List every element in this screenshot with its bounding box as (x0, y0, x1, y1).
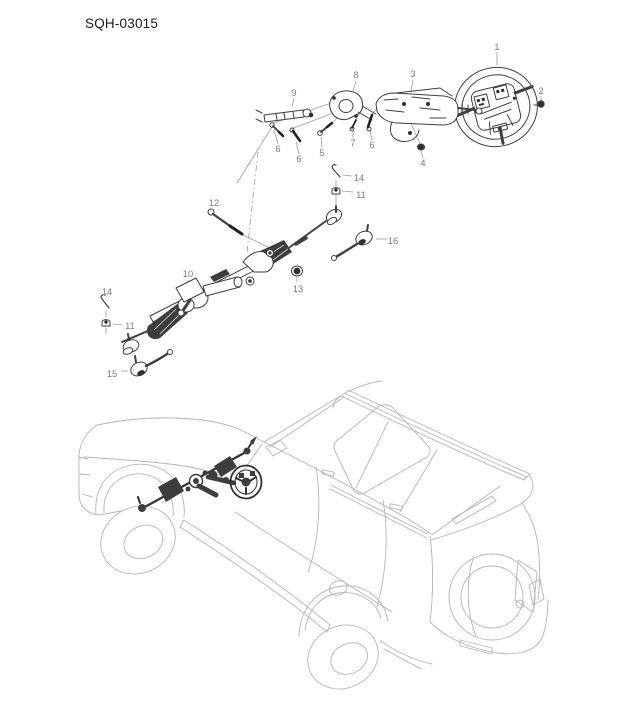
callout-label-10: 10 (183, 269, 193, 279)
taillight (528, 578, 545, 606)
steering-column-part (375, 87, 483, 142)
steering-wheel-part (454, 66, 538, 148)
callout-label-16: 16 (388, 236, 398, 246)
vehicle-outline (78, 380, 549, 690)
rack-mount-fasteners (207, 208, 303, 277)
callout-label-11l: 11 (125, 321, 135, 331)
callout-label-4: 4 (420, 158, 425, 168)
callout-label-6c: 6 (369, 140, 374, 150)
fuel-door (328, 580, 348, 596)
tie-rod-nuts-pins (100, 164, 341, 327)
door-handle (389, 503, 403, 511)
sunroof (333, 404, 431, 495)
callout-label-3: 3 (410, 69, 415, 79)
tie-rod-end-16-part (331, 224, 373, 261)
callout-label-14r: 14 (354, 173, 364, 183)
callout-label-11r: 11 (356, 190, 366, 200)
high-mount-lamp (451, 495, 497, 525)
callout-label-6a: 6 (275, 144, 280, 154)
callout-label-7: 7 (350, 138, 355, 148)
column-fasteners (269, 113, 426, 151)
callout-label-9: 9 (291, 88, 296, 98)
in-car-steering-wheel (229, 464, 263, 500)
tie-rod-end-right-attached (325, 205, 343, 226)
intermediate-shaft-part (255, 108, 314, 123)
tie-rod-end-15-part (130, 349, 173, 377)
callout-label-15: 15 (107, 369, 117, 379)
vehicle-steering-location (137, 436, 263, 512)
steering-rack-part (121, 205, 343, 355)
callout-label-13: 13 (293, 284, 303, 294)
callout-label-5: 5 (319, 148, 324, 158)
diagram-code: SQH-03015 (85, 16, 159, 31)
callout-labels: 1 2 3 8 9 6 6 5 7 6 4 14 11 16 12 10 13 … (102, 42, 544, 379)
callout-label-6b: 6 (296, 154, 301, 164)
rack-boot-left (146, 302, 188, 340)
callout-label-12: 12 (209, 198, 219, 208)
wheel-bolt-part (533, 100, 545, 108)
callout-label-1: 1 (494, 42, 499, 52)
side-mirror (265, 439, 288, 457)
spare-tire (448, 553, 538, 641)
column-seal-part (329, 90, 377, 121)
tie-rod-end-left-attached (122, 333, 140, 355)
callout-label-14l: 14 (102, 287, 112, 297)
door-handle (321, 469, 335, 477)
callout-label-8: 8 (353, 70, 358, 80)
callout-label-2: 2 (538, 86, 543, 96)
